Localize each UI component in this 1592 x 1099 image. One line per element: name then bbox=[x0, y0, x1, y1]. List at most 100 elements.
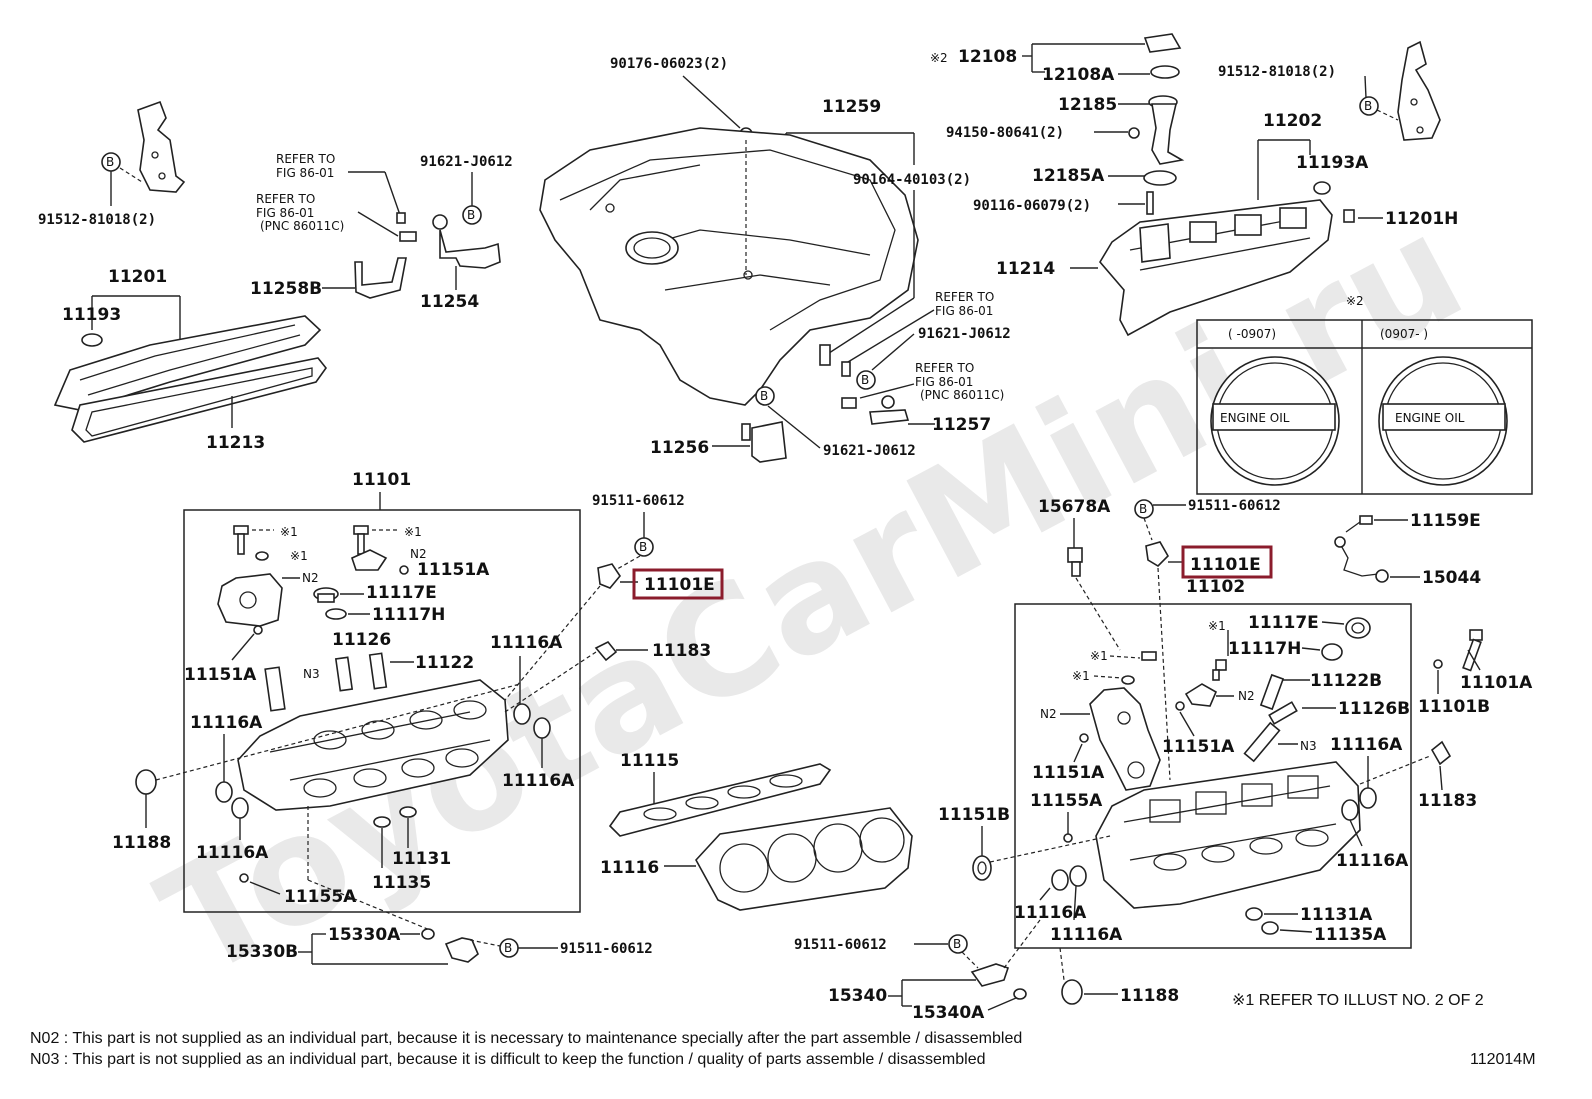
label-11101e-left: 11101E bbox=[644, 575, 715, 595]
label-11101e-right: 11101E bbox=[1190, 555, 1261, 575]
label-11101b: 11101B bbox=[1418, 697, 1490, 717]
n2-mark: N2 bbox=[1238, 689, 1255, 703]
label-11188-right: 11188 bbox=[1120, 986, 1179, 1006]
label-15330a: 15330A bbox=[328, 925, 401, 945]
mark-2-box: ※2 bbox=[1346, 294, 1364, 308]
label-11193a: 11193A bbox=[1296, 153, 1369, 173]
gasket-11115 bbox=[608, 763, 832, 837]
label-11151a-right-1: 11151A bbox=[1162, 737, 1235, 757]
plug-11117e-right bbox=[1345, 617, 1371, 639]
label-11183-right: 11183 bbox=[1418, 791, 1477, 811]
mark-1: ※1 bbox=[290, 549, 308, 563]
fig-86-01-4: FIG 86-01 bbox=[915, 375, 973, 389]
b-mark: B bbox=[1364, 99, 1372, 113]
label-12108: 12108 bbox=[958, 47, 1017, 67]
b-circle bbox=[755, 386, 775, 406]
sensor-15330b bbox=[444, 937, 479, 963]
bolt-11101e-right bbox=[1145, 541, 1169, 568]
o-ring-15330a bbox=[421, 928, 435, 940]
label-11131: 11131 bbox=[392, 849, 451, 869]
plug-11116a bbox=[1069, 865, 1087, 887]
plug-11116a bbox=[1051, 869, 1069, 891]
label-11193: 11193 bbox=[62, 305, 121, 325]
b-mark: B bbox=[1139, 502, 1147, 516]
plug-11183-left bbox=[594, 640, 618, 662]
stud bbox=[1146, 191, 1154, 215]
label-11116a-right-2: 11116A bbox=[1336, 851, 1409, 871]
label-11116a-2: 11116A bbox=[502, 771, 575, 791]
bolt bbox=[1212, 659, 1227, 681]
sensor-15678a bbox=[1067, 547, 1083, 577]
label-94150-80641: 94150-80641(2) bbox=[946, 125, 1064, 141]
label-11101a: 11101A bbox=[1460, 673, 1533, 693]
stud-bolt bbox=[819, 344, 851, 377]
footnote-n2: N02 : This part is not supplied as an in… bbox=[30, 1030, 1022, 1047]
bolt-11201h bbox=[1343, 209, 1355, 223]
label-11151a-left: 11151A bbox=[184, 665, 257, 685]
o-ring-11117h bbox=[325, 608, 347, 620]
camshaft-bearing-cap bbox=[351, 549, 409, 575]
bolt bbox=[233, 525, 369, 555]
pin bbox=[1175, 701, 1185, 711]
o-ring-11117h-right bbox=[1321, 643, 1343, 661]
seal-11151b bbox=[972, 855, 992, 881]
label-11131a: 11131A bbox=[1300, 905, 1373, 925]
oil-cap-variant-2 bbox=[1378, 356, 1508, 486]
b-circle bbox=[1359, 96, 1379, 116]
diagram-id: 112014M bbox=[1470, 1051, 1536, 1068]
n2-mark: N2 bbox=[1040, 707, 1057, 721]
fig-86-01-2: FIG 86-01 bbox=[256, 206, 314, 220]
plug-11116a bbox=[1359, 787, 1377, 809]
label-11155a-left: 11155A bbox=[284, 887, 357, 907]
n2-mark: N2 bbox=[302, 571, 319, 585]
valve-guide-right bbox=[1243, 673, 1298, 763]
pin bbox=[1079, 733, 1089, 743]
box-col-2: (0907- ) bbox=[1380, 327, 1428, 341]
label-11116a-right-1: 11116A bbox=[1330, 735, 1403, 755]
highlight-11101e-left bbox=[632, 568, 724, 600]
label-11259: 11259 bbox=[822, 97, 881, 117]
fig-86-01-3: FIG 86-01 bbox=[935, 304, 993, 318]
label-11116a-3: 11116A bbox=[190, 713, 263, 733]
sensor-15340 bbox=[970, 963, 1010, 987]
b-mark: B bbox=[760, 389, 768, 403]
label-11151b: 11151B bbox=[938, 805, 1010, 825]
head-gasket-11116 bbox=[695, 807, 913, 911]
mark-1: ※1 bbox=[1072, 669, 1090, 683]
pin bbox=[253, 625, 263, 635]
bracket-11258b bbox=[354, 257, 407, 299]
mark-1: ※1 bbox=[1090, 649, 1108, 663]
gasket-12185a bbox=[1143, 170, 1177, 186]
cylinder-head-left bbox=[237, 679, 509, 811]
bolt-11101e-left bbox=[597, 563, 621, 589]
cylinder-head-right bbox=[1095, 761, 1361, 909]
oil-pipe-15044 bbox=[1334, 515, 1389, 583]
valve-seat-11135a bbox=[1261, 921, 1279, 935]
b-circle bbox=[634, 537, 654, 557]
label-15340: 15340 bbox=[828, 986, 887, 1006]
label-91511-60612-b: 91511-60612 bbox=[560, 941, 653, 957]
label-11117e-right: 11117E bbox=[1248, 613, 1319, 633]
label-12185a: 12185A bbox=[1032, 166, 1105, 186]
b-circle bbox=[856, 370, 876, 390]
b-mark: B bbox=[106, 155, 114, 169]
highlight-11101e-right bbox=[1181, 545, 1273, 579]
valve-guides bbox=[264, 652, 388, 712]
label-11213: 11213 bbox=[206, 433, 265, 453]
fig-86-01-1: FIG 86-01 bbox=[276, 166, 334, 180]
pin bbox=[1063, 833, 1073, 843]
label-11115: 11115 bbox=[620, 751, 679, 771]
head-box-right bbox=[1014, 603, 1412, 949]
label-91621-j0612-c: 91621-J0612 bbox=[823, 443, 916, 459]
label-12185: 12185 bbox=[1058, 95, 1117, 115]
b-mark: B bbox=[953, 937, 961, 951]
n2-mark: N2 bbox=[410, 547, 427, 561]
label-12108a: 12108A bbox=[1042, 65, 1115, 85]
label-11117h-right: 11117H bbox=[1228, 639, 1301, 659]
engine-oil-text-2: ENGINE OIL bbox=[1395, 411, 1465, 425]
b-mark: B bbox=[639, 540, 647, 554]
plug-11116a bbox=[231, 797, 249, 819]
n3-mark: N3 bbox=[303, 667, 320, 681]
label-11159e: 11159E bbox=[1410, 511, 1481, 531]
